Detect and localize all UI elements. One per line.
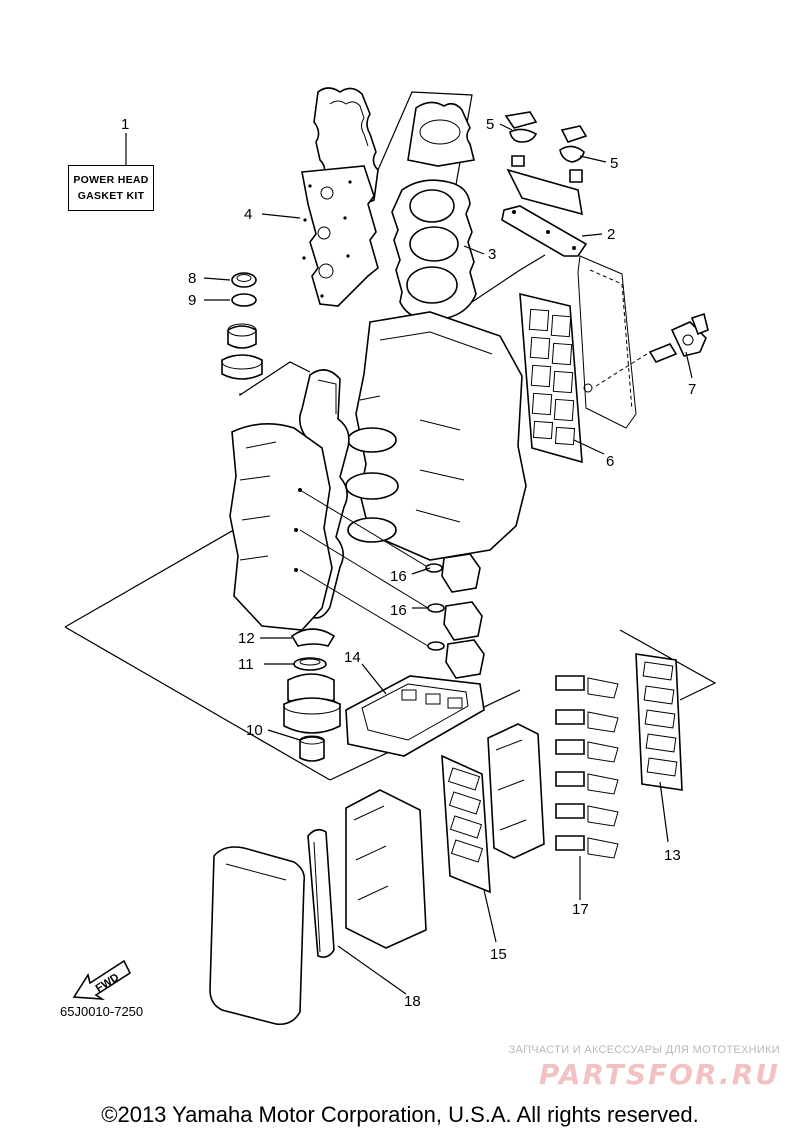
callout-16-lower: 16 xyxy=(390,602,407,619)
callout-4: 4 xyxy=(244,206,252,223)
callout-14: 14 xyxy=(344,649,361,666)
reed-gasket-13 xyxy=(635,653,683,791)
bypass-cover-parts-16 xyxy=(294,488,485,679)
callout-3: 3 xyxy=(488,246,496,263)
seal-12 xyxy=(290,628,336,647)
cylinder-head-block xyxy=(407,101,475,167)
watermark: ЗАПЧАСТИ И АКСЕССУАРЫ ДЛЯ МОТОТЕХНИКИ PA… xyxy=(490,1044,780,1091)
callout-5-right: 5 xyxy=(610,155,618,172)
callout-labels: 1 2 3 4 5 5 6 7 8 9 10 11 12 13 14 15 16… xyxy=(121,116,696,1010)
exhaust-inner-plate xyxy=(577,255,637,429)
copyright-notice: ©2013 Yamaha Motor Corporation, U.S.A. A… xyxy=(101,1102,699,1127)
forward-arrow-icon: FWD xyxy=(72,959,132,1001)
seal-housing xyxy=(283,673,341,734)
gasket-kit-label: POWER HEAD GASKET KIT xyxy=(68,165,154,211)
anode-cover-parts-5 xyxy=(504,111,588,216)
callout-12: 12 xyxy=(238,630,255,647)
kit-label-line2: GASKET KIT xyxy=(77,190,145,202)
watermark-tagline: ЗАПЧАСТИ И АКСЕССУАРЫ ДЛЯ МОТОТЕХНИКИ xyxy=(508,1044,780,1056)
callout-5-left: 5 xyxy=(486,116,494,133)
reed-valve-gasket-15 xyxy=(441,754,491,894)
reed-valve-gaskets-17 xyxy=(555,675,619,859)
callout-1: 1 xyxy=(121,116,129,133)
callout-18: 18 xyxy=(404,993,421,1010)
o-ring-9 xyxy=(231,293,257,307)
crankcase-block xyxy=(345,311,527,561)
callout-9: 9 xyxy=(188,292,196,309)
crankcase-half xyxy=(229,423,333,631)
callout-2: 2 xyxy=(607,226,615,243)
oil-seal-8 xyxy=(231,272,257,288)
bearing-upper xyxy=(221,323,263,380)
callout-7: 7 xyxy=(688,381,696,398)
diagram-reference-code: 65J0010-7250 xyxy=(60,1004,144,1019)
intake-silencer xyxy=(209,846,306,1026)
seal-11 xyxy=(293,657,327,671)
callout-8: 8 xyxy=(188,270,196,287)
callout-11: 11 xyxy=(238,656,254,673)
callout-15: 15 xyxy=(490,946,507,963)
thermostat-fitting-7 xyxy=(595,312,709,387)
callout-6: 6 xyxy=(606,453,614,470)
callout-10: 10 xyxy=(246,722,263,739)
callout-13: 13 xyxy=(664,847,681,864)
intake-manifold xyxy=(345,789,427,949)
o-ring-seal-18 xyxy=(307,828,335,958)
leader-lines xyxy=(125,123,693,995)
kit-label-line1: POWER HEAD xyxy=(73,174,149,186)
watermark-logo: PARTSFOR.RU xyxy=(538,1058,780,1091)
callout-16-upper: 16 xyxy=(390,568,407,585)
head-gasket-plate-4 xyxy=(301,165,379,307)
cylinder-head-gasket-3 xyxy=(391,179,477,321)
base-gasket-14 xyxy=(345,675,485,757)
exhaust-cover-gasket-6 xyxy=(519,292,583,464)
seal-10 xyxy=(299,735,325,762)
callout-17: 17 xyxy=(572,901,589,918)
reed-valve-block xyxy=(487,723,545,859)
exhaust-cover-gasket-2 xyxy=(501,205,588,257)
